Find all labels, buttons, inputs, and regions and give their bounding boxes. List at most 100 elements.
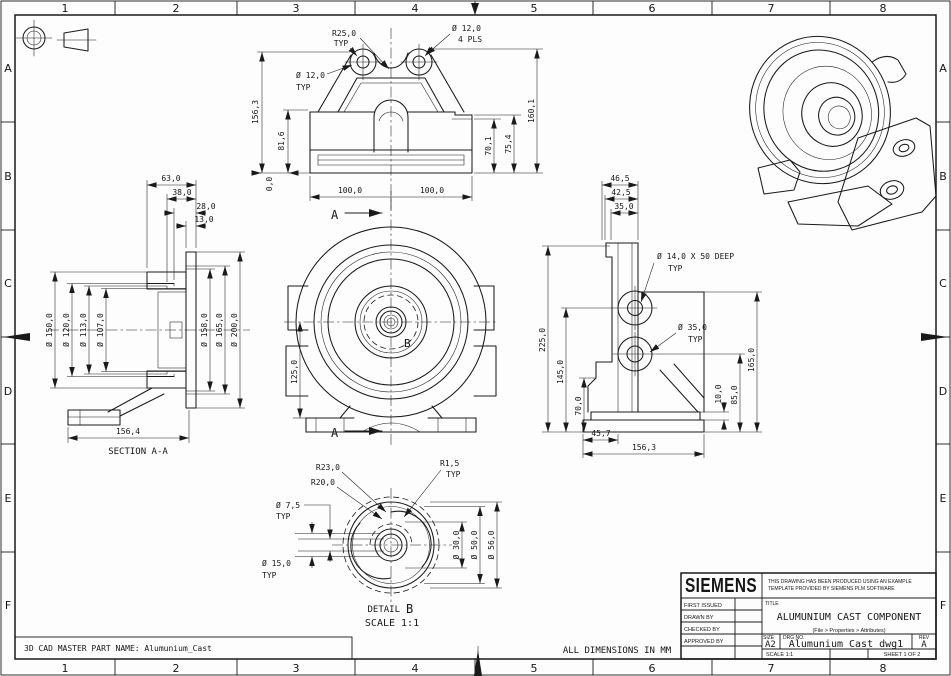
centering-marks	[3, 3, 948, 676]
drawing-subtitle: (File > Properties > Attributes)	[812, 628, 885, 634]
svg-text:Ø 158,0: Ø 158,0	[199, 313, 209, 347]
detail-b-view: R23,0 R20,0 R1,5 TYP Ø 7,5 TYP Ø 15,0 TY…	[262, 459, 502, 629]
drawn-by-label: DRAWN BY	[684, 615, 714, 621]
svg-text:Ø 56,0: Ø 56,0	[486, 530, 496, 559]
svg-text:35,0: 35,0	[614, 202, 633, 211]
title-label: TITLE	[765, 601, 779, 607]
checked-by-label: CHECKED BY	[684, 627, 720, 633]
first-issued-label: FIRST ISSUED	[684, 603, 722, 609]
svg-text:D: D	[939, 385, 947, 398]
svg-text:Ø 14,0 X 50 DEEP: Ø 14,0 X 50 DEEP	[657, 251, 734, 261]
svg-text:Ø 120,0: Ø 120,0	[61, 313, 71, 347]
svg-text:TYP: TYP	[296, 83, 311, 92]
zone-letters-right: A B C D E F	[939, 62, 947, 612]
svg-text:Ø 15,0: Ø 15,0	[262, 558, 291, 568]
zone-letters-left: A B C D E F	[4, 62, 12, 612]
svg-text:4 PLS: 4 PLS	[458, 35, 482, 44]
svg-text:156,3: 156,3	[251, 100, 260, 124]
drg-no-value: Alumunium_Cast_dwg1	[789, 639, 903, 650]
svg-text:B: B	[939, 170, 947, 183]
disclaimer-line2: TEMPLATE PROVIDED BY SIEMENS PLM SOFTWAR…	[768, 586, 895, 592]
svg-text:42,5: 42,5	[611, 188, 630, 197]
projection-cone-icon	[56, 28, 97, 52]
svg-text:Ø 30,0: Ø 30,0	[451, 530, 461, 559]
front-elevation-view: 156,3 81,6 0,0 100,0 100,0 70,1 75,4 16	[251, 23, 543, 210]
svg-text:Ø 165,0: Ø 165,0	[214, 313, 224, 347]
svg-text:145,0: 145,0	[556, 360, 565, 384]
svg-text:Ø 7,5: Ø 7,5	[276, 500, 300, 510]
svg-text:Ø 35,0: Ø 35,0	[678, 322, 707, 332]
svg-text:R1,5: R1,5	[440, 459, 459, 468]
svg-text:Ø 107,0: Ø 107,0	[95, 313, 105, 347]
side-elevation-view: 46,5 42,5 35,0 225,0 145,0 70,0 165,0	[538, 174, 762, 458]
section-label: SECTION A-A	[108, 447, 168, 457]
svg-text:Ø 113,0: Ø 113,0	[78, 313, 88, 347]
section-right-dimensions: Ø 158,0 Ø 165,0 Ø 200,0	[196, 251, 245, 409]
side-left-dimensions: 225,0 145,0 70,0	[538, 245, 613, 433]
rev-value: A	[921, 640, 927, 650]
side-notes: Ø 14,0 X 50 DEEP TYP Ø 35,0 TYP	[640, 251, 734, 353]
side-bottom-dimensions: 45,7 156,3	[582, 429, 705, 458]
master-part-note: 3D CAD MASTER PART NAME: Alumunium_Cast	[24, 644, 212, 653]
svg-text:46,5: 46,5	[610, 174, 629, 183]
approved-by-label: APPROVED BY	[684, 639, 724, 645]
svg-text:C: C	[939, 277, 947, 290]
svg-text:4: 4	[412, 662, 419, 675]
svg-text:2: 2	[173, 662, 180, 675]
svg-text:Ø 12,0: Ø 12,0	[296, 70, 325, 80]
svg-text:A: A	[939, 62, 947, 75]
svg-text:7: 7	[768, 662, 775, 675]
isometric-view	[749, 35, 937, 231]
svg-text:E: E	[5, 492, 12, 505]
footer: 3D CAD MASTER PART NAME: Alumunium_Cast …	[14, 636, 672, 660]
svg-text:6: 6	[649, 662, 656, 675]
svg-text:156,4: 156,4	[116, 427, 140, 436]
detail-right-dimensions: Ø 30,0 Ø 50,0 Ø 56,0	[405, 501, 502, 589]
detail-b-boundary	[363, 294, 419, 350]
svg-text:225,0: 225,0	[538, 328, 547, 352]
title-block: SIEMENS THIS DRAWING HAS BEEN PRODUCED U…	[680, 572, 937, 660]
svg-text:63,0: 63,0	[161, 174, 180, 183]
svg-text:R25,0: R25,0	[332, 29, 356, 38]
side-right-dimensions: 165,0 85,0 10,0	[657, 291, 762, 433]
size-label: SIZE	[763, 635, 775, 641]
detail-caption: DETAIL B SCALE 1:1	[365, 602, 419, 629]
svg-text:F: F	[940, 599, 946, 612]
detail-notes: R23,0 R20,0 R1,5 TYP Ø 7,5 TYP Ø 15,0 TY…	[262, 459, 461, 580]
svg-text:C: C	[4, 277, 12, 290]
center-dimension: 125,0	[290, 322, 306, 419]
svg-text:0,0: 0,0	[265, 177, 274, 192]
svg-text:Ø 200,0: Ø 200,0	[229, 313, 239, 347]
svg-text:7: 7	[768, 2, 775, 15]
scale-value: SCALE 1:1	[766, 652, 793, 658]
svg-text:R23,0: R23,0	[316, 463, 340, 472]
rev-label: REV	[919, 635, 930, 641]
svg-text:38,0: 38,0	[172, 188, 191, 197]
zone-numbers-top: 1 2 3 4 5 6 7 8	[62, 2, 887, 15]
svg-text:TYP: TYP	[262, 571, 277, 580]
drg-no-label: DRG NO.	[783, 635, 804, 641]
svg-text:F: F	[5, 599, 11, 612]
svg-text:TYP: TYP	[334, 39, 349, 48]
svg-text:85,0: 85,0	[730, 385, 739, 404]
drawing-title: ALUMUNIUM CAST COMPONENT	[777, 612, 922, 623]
svg-text:8: 8	[880, 662, 887, 675]
svg-text:Ø 12,0: Ø 12,0	[452, 23, 481, 33]
svg-text:3: 3	[293, 662, 300, 675]
svg-text:156,3: 156,3	[632, 443, 656, 452]
section-aa-view: 63,0 38,0 28,0 13,0 Ø 150,0 Ø 120,0 Ø 11…	[44, 174, 250, 457]
svg-text:DETAIL: DETAIL	[367, 605, 400, 615]
svg-text:70,1: 70,1	[484, 136, 493, 155]
front-dimensions: 156,3 81,6 0,0 100,0 100,0 70,1 75,4 16	[251, 48, 543, 203]
section-top-dimensions: 63,0 38,0 28,0 13,0	[146, 174, 216, 282]
detail-b-tag: B	[404, 337, 411, 350]
svg-text:5: 5	[531, 2, 538, 15]
svg-text:SCALE 1:1: SCALE 1:1	[365, 618, 419, 629]
section-bottom-dimension: 156,4	[67, 410, 190, 443]
svg-text:13,0: 13,0	[194, 215, 213, 224]
svg-text:100,0: 100,0	[338, 186, 362, 195]
svg-text:1: 1	[62, 662, 69, 675]
